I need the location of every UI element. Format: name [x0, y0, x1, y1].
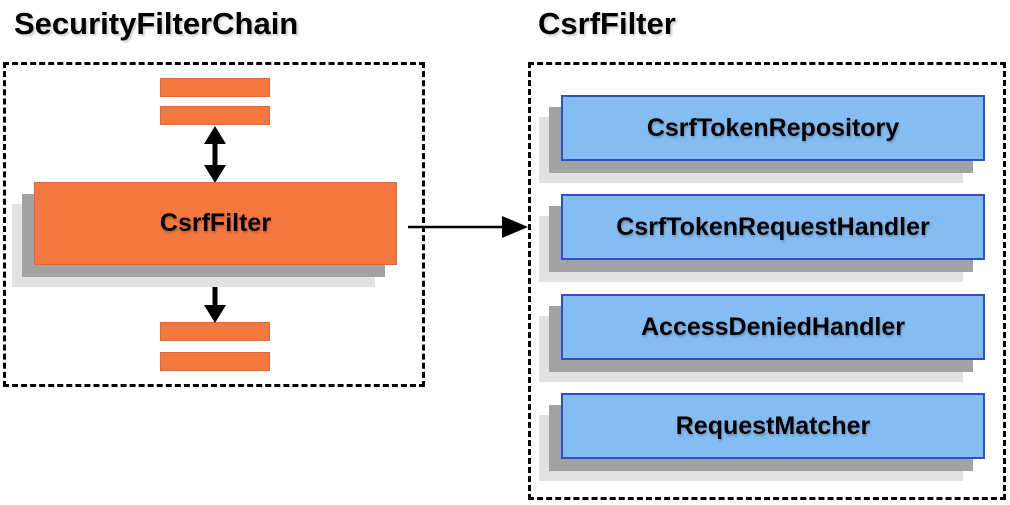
security-filter-chain-title: SecurityFilterChain — [14, 6, 299, 41]
bidirectional-arrow-icon — [204, 126, 226, 183]
component-node-label: CsrfTokenRepository — [646, 113, 900, 142]
csrf-token-repository-node: CsrfTokenRepository — [561, 95, 985, 161]
filter-placeholder-bar — [160, 106, 270, 125]
component-node-label: CsrfTokenRequestHandler — [616, 212, 930, 241]
csrf-filter-node: CsrfFilter — [34, 182, 397, 265]
bidirectional-arrow-icon — [204, 266, 226, 323]
security-filter-chain-container — [3, 62, 425, 387]
connector-arrow-icon — [408, 216, 528, 238]
access-denied-handler-node: AccessDeniedHandler — [561, 294, 985, 360]
csrf-filter-node-label: CsrfFilter — [159, 209, 272, 237]
filter-placeholder-bar — [160, 322, 270, 341]
component-node-label: AccessDeniedHandler — [640, 312, 905, 341]
filter-placeholder-bar — [160, 352, 270, 371]
csrf-filter-components-container — [528, 62, 1006, 500]
component-node-label: RequestMatcher — [675, 411, 871, 440]
filter-placeholder-bar — [160, 78, 270, 97]
csrf-filter-group-title: CsrfFilter — [538, 6, 676, 41]
request-matcher-node: RequestMatcher — [561, 393, 985, 459]
csrf-token-request-handler-node: CsrfTokenRequestHandler — [561, 194, 985, 260]
